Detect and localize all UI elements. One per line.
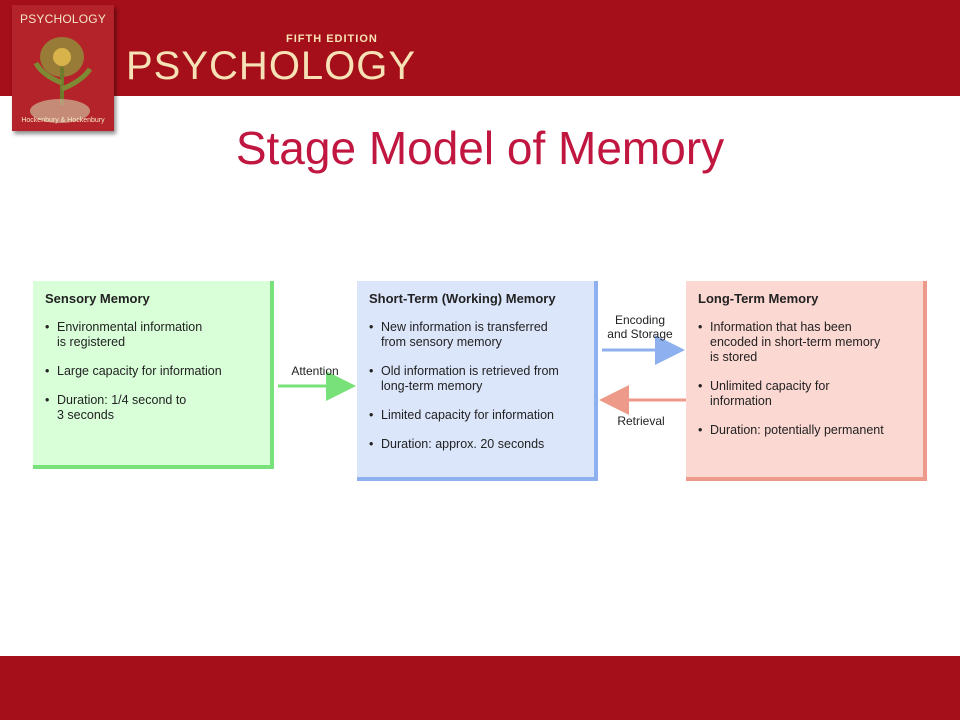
short-term-bullet: New information is transferred from sens… [369,320,582,350]
short-term-memory-title: Short-Term (Working) Memory [369,291,556,306]
long-term-bullet: Information that has been encoded in sho… [698,320,911,365]
long-term-memory-title: Long-Term Memory [698,291,819,306]
sensory-memory-title: Sensory Memory [45,291,150,306]
short-term-bullet: Limited capacity for information [369,408,582,423]
edition-label: FIFTH EDITION [286,33,378,45]
cover-title: PSYCHOLOGY [20,12,107,26]
long-term-memory-box: Long-Term Memory Information that has be… [686,281,927,481]
attention-label: Attention [291,364,339,378]
sensory-memory-box: Sensory Memory Environmental information… [33,281,274,469]
book-cover-image: PSYCHOLOGY Hockenbury & Hockenbury [12,5,114,131]
short-term-memory-box: Short-Term (Working) Memory New informat… [357,281,598,481]
long-term-bullet: Unlimited capacity for information [698,379,911,409]
sensory-bullet: Duration: 1/4 second to 3 seconds [45,393,258,423]
short-term-bullet: Old information is retrieved from long-t… [369,364,582,394]
slide-title: Stage Model of Memory [235,122,725,174]
long-term-bullet: Duration: potentially permanent [698,423,911,438]
encoding-label: Encoding and Storage [607,313,673,341]
sensory-bullet: Large capacity for information [45,364,258,379]
cover-authors: Hockenbury & Hockenbury [21,117,105,124]
header-bar [0,0,960,96]
book-name: PSYCHOLOGY [126,44,417,88]
retrieval-label: Retrieval [617,414,665,428]
footer-bar [0,656,960,720]
short-term-bullet: Duration: approx. 20 seconds [369,437,582,452]
sensory-bullet: Environmental information is registered [45,320,258,350]
book-cover-illustration [12,5,114,131]
